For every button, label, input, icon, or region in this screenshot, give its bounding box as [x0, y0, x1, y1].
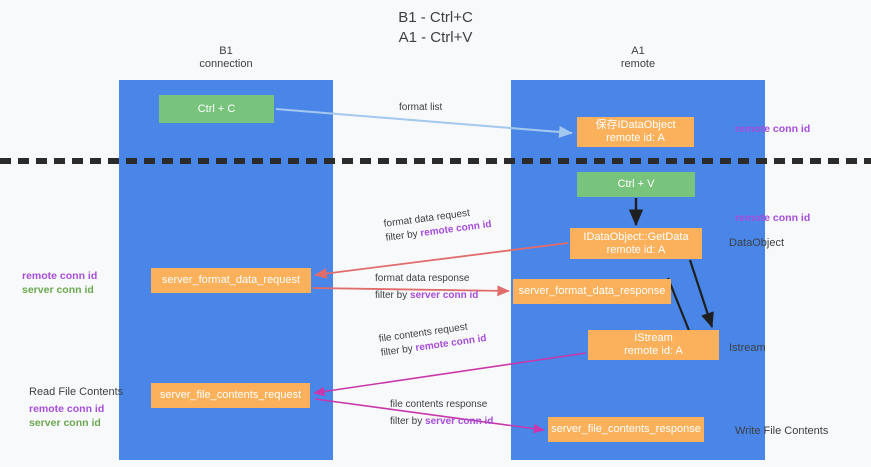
edge-format-data-response	[312, 285, 510, 297]
box-ctrl-v-label: Ctrl + V	[617, 178, 655, 190]
box-server-file-contents-response[interactable]: server_file_contents_response	[548, 417, 704, 442]
filter-prefix: filter by	[390, 416, 426, 427]
box-getdata-line2: remote id: A	[606, 243, 666, 256]
annotation-right-remote-conn-id-mid: remote conn id	[735, 212, 811, 224]
box-server-format-data-request[interactable]: server_format_data_request	[151, 268, 311, 293]
box-idataobject-stored[interactable]: 保存IDataObject remote id: A	[577, 117, 694, 147]
edge-label-file-contents-response-filter: filter by server conn id	[390, 415, 493, 429]
annotation-left-conn-ids-bottom: remote conn id server conn id	[29, 402, 104, 430]
edge-getdata-to-istream	[688, 259, 714, 329]
box-server-format-data-response-label: server_format_data_response	[518, 285, 666, 297]
annotation-left-conn-ids-top: remote conn id server conn id	[22, 269, 97, 297]
filter-key-server-conn-id: server conn id	[410, 290, 479, 301]
diagram-title: B1 - Ctrl+C A1 - Ctrl+V	[0, 8, 871, 48]
box-ctrl-c[interactable]: Ctrl + C	[159, 95, 274, 123]
box-server-file-contents-request[interactable]: server_file_contents_request	[151, 383, 310, 408]
annotation-left-server-conn-id-bottom: server conn id	[29, 417, 101, 429]
filter-prefix: filter by	[380, 342, 417, 359]
edge-response-to-istream	[666, 277, 692, 334]
edge-file-contents-response	[314, 398, 545, 434]
title-line-2: A1 - Ctrl+V	[398, 29, 473, 46]
box-server-format-data-request-label: server_format_data_request	[161, 274, 301, 286]
box-istream[interactable]: IStream remote id: A	[588, 330, 719, 360]
box-server-file-contents-request-label: server_file_contents_request	[159, 389, 302, 401]
box-idataobject-line2: remote id: A	[606, 132, 665, 144]
filter-prefix: filter by	[375, 290, 411, 301]
edge-label-format-data-response: format data response filter by server co…	[375, 272, 478, 303]
edge-label-format-data-response-filter: filter by server conn id	[375, 289, 478, 303]
lane-header-b1: B1 connection	[119, 45, 333, 71]
box-istream-line1: IStream	[634, 332, 673, 344]
box-server-format-data-response[interactable]: server_format_data_response	[513, 279, 671, 304]
box-ctrl-v[interactable]: Ctrl + V	[577, 172, 695, 197]
filter-key-server-conn-id: server conn id	[425, 416, 494, 427]
annotation-write-file-contents: Write File Contents	[735, 425, 829, 437]
lane-header-a1-role: remote	[620, 58, 656, 70]
annotation-left-server-conn-id-top: server conn id	[22, 284, 94, 296]
lane-header-a1-name: A1	[631, 45, 645, 57]
annotation-dataobject: DataObject	[729, 237, 785, 249]
box-ctrl-c-label: Ctrl + C	[197, 102, 236, 115]
annotation-right-remote-conn-id-top: remote conn id	[735, 123, 811, 135]
edge-format-list	[275, 108, 573, 138]
edge-label-format-list-text: format list	[399, 102, 443, 113]
edge-label-format-list: format list	[399, 101, 442, 115]
annotation-left-remote-conn-id-top: remote conn id	[22, 270, 98, 282]
annotation-read-file-contents: Read File Contents	[29, 386, 124, 398]
edge-label-file-contents-response-title: file contents response	[390, 399, 488, 410]
box-idataobject-getdata[interactable]: IDataObject::GetData remote id: A	[570, 228, 702, 259]
box-getdata-line1: IDataObject::GetData	[583, 230, 689, 243]
edge-label-file-contents-response: file contents response filter by server …	[390, 398, 493, 429]
edge-format-data-request	[314, 242, 569, 279]
edge-label-format-data-response-title: format data response	[375, 273, 470, 284]
filter-prefix: filter by	[384, 228, 422, 244]
lane-header-a1: A1 remote	[511, 45, 765, 71]
annotation-left-remote-conn-id-bottom: remote conn id	[29, 403, 105, 415]
lane-header-b1-role: connection	[199, 58, 253, 70]
title-line-1: B1 - Ctrl+C	[398, 9, 473, 26]
lane-header-b1-name: B1	[219, 45, 233, 57]
box-istream-line2: remote id: A	[624, 345, 683, 357]
annotation-istream: Istream	[729, 342, 766, 354]
box-idataobject-line1: 保存IDataObject	[595, 119, 676, 131]
edge-file-contents-request	[313, 352, 587, 397]
box-server-file-contents-response-label: server_file_contents_response	[551, 423, 701, 435]
